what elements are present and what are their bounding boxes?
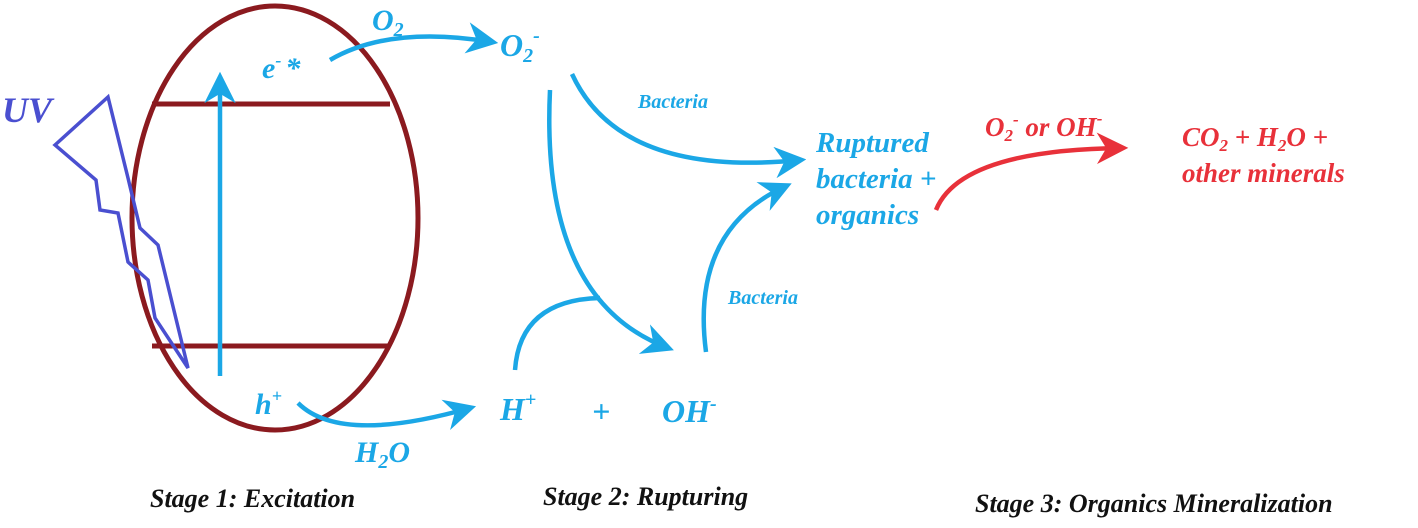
uv-lightning-icon: [52, 93, 190, 369]
uv-label: UV: [2, 90, 55, 130]
ruptured-line-3: organics: [816, 199, 919, 231]
catalyst-particle: [129, 3, 421, 433]
superoxide-label: O2-: [500, 25, 540, 67]
stage-2-caption: Stage 2: Rupturing: [543, 482, 748, 511]
superoxide-bacteria-arrow: [569, 73, 807, 179]
ruptured-line-2: bacteria +: [816, 163, 936, 195]
bacteria-label-top: Bacteria: [637, 91, 708, 113]
products-line-1: CO2 + H2O +: [1182, 122, 1328, 155]
ruptured-line-1: Ruptured: [815, 127, 929, 159]
plus-sign: +: [592, 393, 610, 429]
water-label: H2O: [354, 436, 410, 473]
products-line-2: other minerals: [1182, 158, 1345, 188]
electron-to-superoxide-arrow: [328, 22, 499, 62]
electron-label: e-*: [262, 50, 301, 85]
hydroxyl-bacteria-arrow: [701, 182, 792, 353]
hole-label: h+: [255, 386, 282, 421]
stage-1-caption: Stage 1: Excitation: [150, 484, 355, 513]
mineralization-arrow: [933, 132, 1129, 211]
bacteria-label-bottom: Bacteria: [727, 287, 798, 309]
hydroxyl-label: OH-: [662, 393, 717, 429]
oxidant-label: O2- or OH-: [985, 109, 1103, 145]
hole-to-proton-arrow: [296, 399, 477, 431]
stage-3-caption: Stage 3: Organics Mineralization: [975, 489, 1333, 518]
proton-curve-arrow: [512, 295, 601, 371]
proton-label: H+: [499, 389, 536, 427]
oxygen-reactant-label: O2: [372, 4, 404, 41]
superoxide-to-hydroxyl-arrow: [547, 89, 674, 354]
